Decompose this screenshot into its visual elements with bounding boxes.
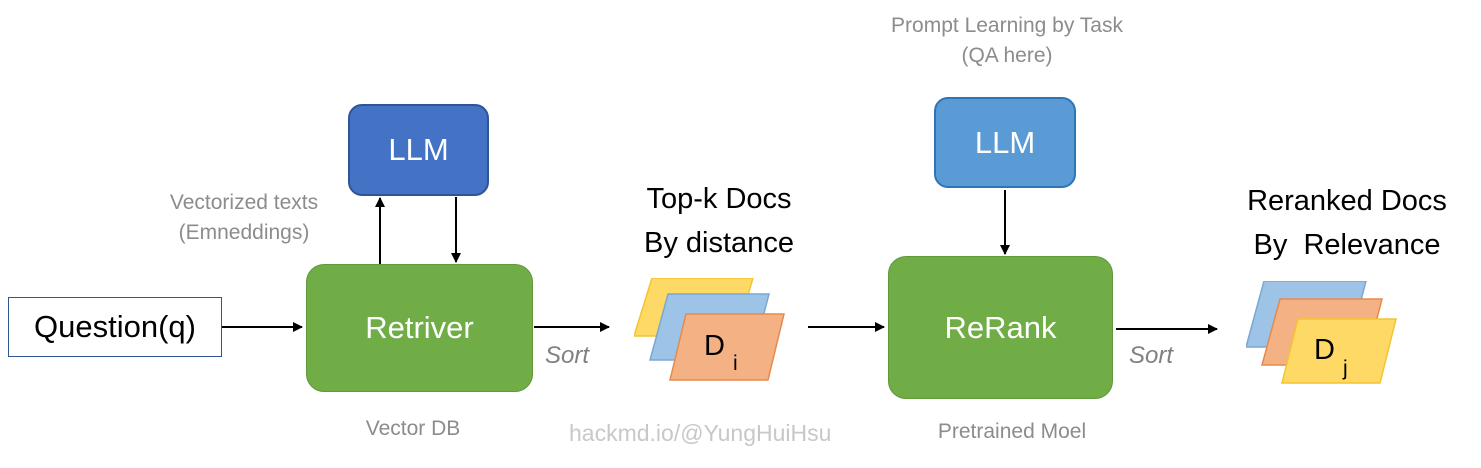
prompt-learning-line1: Prompt Learning by Task <box>891 14 1123 37</box>
retriever-caption: Vector DB <box>365 417 461 440</box>
reranked-docs-line2: By Relevance <box>1253 228 1441 261</box>
prompt-learning-line2: (QA here) <box>961 44 1053 68</box>
sort-label-left: Sort <box>545 342 590 369</box>
vectorized-texts-label: Vectorized texts (Emneddings) <box>136 188 352 249</box>
reranked-docs-stack: D j <box>1246 281 1398 385</box>
topk-docs-stack: D i <box>634 278 786 384</box>
prompt-learning-label: Prompt Learning by Task (QA here) <box>850 11 1164 72</box>
rerank-box: ReRank <box>888 256 1113 399</box>
topk-docs-line1: Top-k Docs <box>646 183 792 215</box>
topk-doc-orange <box>669 313 785 381</box>
reranked-doc-label: D <box>1314 334 1335 366</box>
rerank-caption: Pretrained Moel <box>937 420 1087 443</box>
topk-doc-subscript: i <box>733 352 738 375</box>
retriever-box: Retriver <box>306 264 533 392</box>
reranked-docs-title: Reranked Docs By Relevance <box>1222 180 1472 267</box>
question-box: Question(q) <box>8 297 222 357</box>
topk-docs-pages <box>634 278 785 381</box>
reranked-docs-pages <box>1246 281 1397 384</box>
llm-box-right: LLM <box>934 97 1076 188</box>
vectorized-texts-line1: Vectorized texts <box>169 191 319 214</box>
topk-docs-line2: By distance <box>644 226 794 259</box>
watermark: hackmd.io/@YungHuiHsu <box>569 420 832 446</box>
sort-label-right: Sort <box>1129 342 1174 369</box>
reranked-doc-subscript: j <box>1343 357 1348 380</box>
topk-docs-title: Top-k Docs By distance <box>608 178 830 265</box>
vectorized-texts-line2: (Emneddings) <box>178 221 310 245</box>
reranked-doc-yellow <box>1281 318 1397 384</box>
llm-box-left: LLM <box>348 104 489 196</box>
reranked-docs-line1: Reranked Docs <box>1247 185 1447 217</box>
topk-doc-label: D <box>704 330 725 362</box>
